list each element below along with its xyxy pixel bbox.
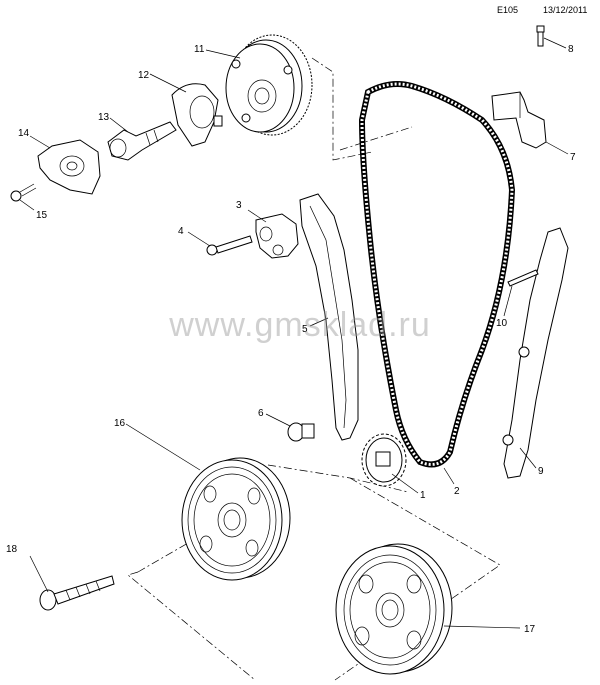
- upper-guide: [491, 91, 547, 149]
- timing-chain: [358, 81, 516, 468]
- sensor-bolt: [10, 183, 37, 202]
- callout-8: 8: [568, 44, 574, 55]
- callout-18: 18: [6, 544, 18, 555]
- callout-11: 11: [194, 44, 205, 55]
- callout-14: 14: [18, 128, 30, 139]
- callout-7: 7: [570, 152, 576, 163]
- callout-17: 17: [524, 624, 536, 635]
- leader-lines: [19, 37, 569, 629]
- assembly-line-camshaft: [311, 57, 373, 161]
- callout-9: 9: [538, 466, 544, 477]
- crankshaft-sprocket: [361, 433, 407, 487]
- fixed-guide-rail: [502, 227, 569, 479]
- callout-12: 12: [138, 70, 150, 81]
- guide-bolt: [536, 25, 545, 47]
- position-sensor: [37, 139, 101, 195]
- watermark: www.gmsklad.ru: [169, 306, 431, 344]
- crankshaft-pulley-rear: [335, 543, 453, 675]
- pulley-bolt: [39, 575, 115, 611]
- callout-15: 15: [36, 210, 48, 221]
- chain-tensioner: [255, 213, 299, 259]
- cover-plate: [171, 83, 223, 147]
- callout-3: 3: [236, 200, 242, 211]
- assembly-line-bolt: [127, 571, 256, 681]
- guide-pin: [507, 269, 539, 287]
- camshaft-phaser: [225, 34, 313, 136]
- callout-numbers: 1 2 3 4 5 6 7 8 9 10 11 12 13 14 15 16 1…: [6, 44, 576, 635]
- callout-10: 10: [496, 318, 508, 329]
- tensioner-rail: [299, 193, 359, 441]
- callout-16: 16: [114, 418, 126, 429]
- oil-control-valve: [107, 121, 177, 161]
- diagram-date: 13/12/2011: [543, 5, 588, 15]
- crankshaft-pulley-front: [181, 457, 291, 581]
- callout-1: 1: [420, 490, 426, 501]
- assembly-line-chain-top: [339, 126, 413, 151]
- diagram-code: E105: [497, 5, 519, 15]
- callout-2: 2: [454, 486, 460, 497]
- callout-4: 4: [178, 226, 184, 237]
- callout-6: 6: [258, 408, 264, 419]
- tensioner-bolt: [206, 235, 253, 256]
- callout-5: 5: [302, 324, 308, 335]
- callout-13: 13: [98, 112, 110, 123]
- rail-pivot-pin: [287, 422, 315, 442]
